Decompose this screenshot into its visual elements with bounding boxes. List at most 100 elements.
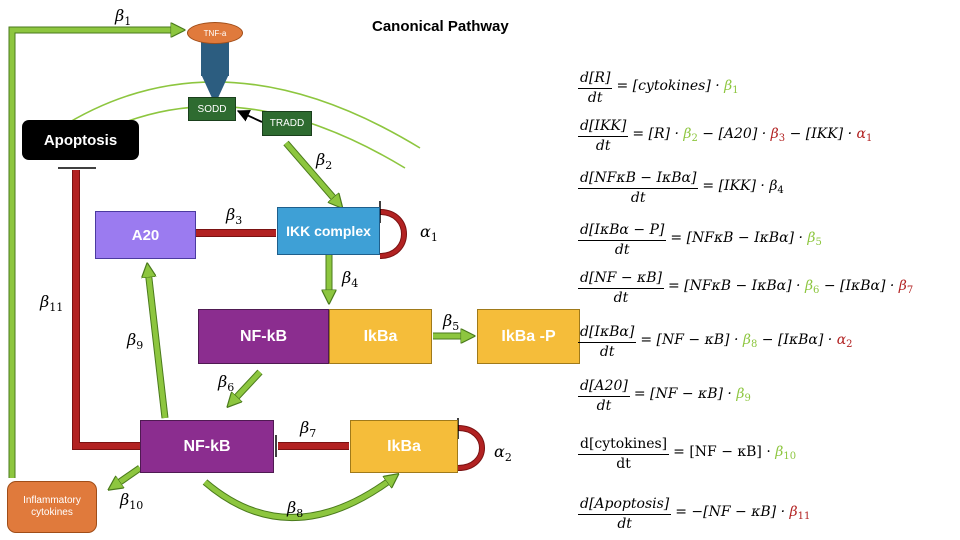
equation-3: d[NFκB − IκBα]dt= [IKK] · β4 [578,170,784,207]
tradd-to-sodd-arrow [236,109,263,123]
nfkb-complex-node: NF-kB [198,309,329,364]
label-beta7: β7 [300,418,317,441]
equation-fraction: d[NFκB − IκBα]dt [578,170,699,207]
equation-denominator: dt [614,242,630,258]
nfkb-free-node: NF-kB [140,420,274,473]
cytokines-node: Inflammatory cytokines [7,481,97,533]
equation-2: d[IKK]dt= [R] · β2 − [A20] · β3 − [IKK] … [578,118,872,155]
equation-term: − [A20] · [697,126,771,142]
equation-rhs: = [NF − κB] · β9 [634,386,751,407]
equation-term: − [IKK] · [785,126,857,142]
sodd-node: SODD [188,97,236,121]
equation-term: β1 [724,78,739,96]
equation-term: β10 [775,444,797,462]
equation-6: d[IκBα]dt= [NF − κB] · β8 − [IκBα] · α2 [578,324,853,361]
diagram-title: Canonical Pathway [372,18,509,35]
equation-term: α2 [836,332,853,350]
equation-numerator: d[NFκB − IκBα] [578,170,699,189]
equation-denominator: dt [596,398,612,414]
ikba-complex-node: IkBa [329,309,432,364]
equation-term: β9 [736,386,751,404]
equation-term: β7 [898,278,914,296]
equation-fraction: d[cytokines]dt [578,436,670,473]
equation-numerator: d[NF − κB] [578,270,664,289]
label-beta9: β9 [127,330,144,353]
equation-term: β11 [789,504,811,522]
equation-1: d[R]dt= [cytokines] · β1 [578,70,739,107]
equation-5: d[NF − κB]dt= [NFκB − IκBα] · β6 − [IκBα… [578,270,913,307]
equation-fraction: d[IκBα]dt [578,324,637,361]
equation-denominator: dt [595,138,611,154]
equation-term: β6 [804,278,820,296]
equation-denominator: dt [613,290,629,306]
equation-rhs: = [NF − κB] · β10 [673,444,796,465]
equation-9: d[Apoptosis]dt= −[NF − κB] · β11 [578,496,810,533]
a20-node: A20 [95,211,196,259]
label-beta4: β4 [342,268,359,291]
equation-term: β4 [769,178,784,196]
equation-term: − [IκBα] · [819,278,899,294]
equation-numerator: d[IKK] [578,118,629,137]
label-beta1: β1 [115,6,132,29]
label-beta3: β3 [226,205,243,228]
equation-4: d[IκBα − P]dt= [NFκB − IκBα] · β5 [578,222,822,259]
equation-denominator: dt [616,456,631,472]
equation-term: β8 [742,332,758,350]
equation-denominator: dt [630,190,646,206]
apoptosis-node: Apoptosis [22,120,139,160]
ikba-p-node: IkBa -P [477,309,580,364]
label-beta8: β8 [287,498,304,521]
equation-fraction: d[Apoptosis]dt [578,496,672,533]
equation-term: α1 [856,126,873,144]
equation-term: = [NFκB − IκBα] · [670,230,808,246]
equation-7: d[A20]dt= [NF − κB] · β9 [578,378,751,415]
equation-rhs: = [NFκB − IκBα] · β6 − [IκBα] · β7 [668,278,913,299]
tradd-node: TRADD [262,111,312,136]
equation-term: = [NF − κB] · [640,332,743,348]
equation-term: = [NF − κB] · [673,444,776,460]
equation-rhs: = −[NF − κB] · β11 [675,504,810,525]
equation-rhs: = [NFκB − IκBα] · β5 [670,230,821,251]
equation-numerator: d[IκBα − P] [578,222,667,241]
equation-numerator: d[Apoptosis] [578,496,672,515]
equation-term: = [cytokines] · [616,78,725,94]
equation-fraction: d[A20]dt [578,378,630,415]
equation-8: d[cytokines]dt= [NF − κB] · β10 [578,436,796,473]
equation-numerator: d[A20] [578,378,630,397]
equation-rhs: = [R] · β2 − [A20] · β3 − [IKK] · α1 [632,126,872,147]
equation-fraction: d[IκBα − P]dt [578,222,667,259]
equation-rhs: = [cytokines] · β1 [616,78,738,99]
equation-fraction: d[IKK]dt [578,118,629,155]
equation-term: = [R] · [632,126,684,142]
equation-numerator: d[IκBα] [578,324,637,343]
label-alpha2: α2 [494,442,512,465]
equation-fraction: d[R]dt [578,70,613,107]
equation-term: β3 [770,126,786,144]
equation-term: β2 [683,126,698,144]
equation-term: = [IKK] · [702,178,770,194]
equation-term: β5 [807,230,822,248]
receptor-cone [201,74,229,98]
label-beta11: β11 [40,292,64,315]
equation-term: = [NFκB − IκBα] · [667,278,805,294]
receptor-stem [201,42,229,76]
label-beta6: β6 [218,372,235,395]
equation-rhs: = [IKK] · β4 [702,178,783,199]
tnf-node: TNF-a [187,22,243,44]
equation-denominator: dt [587,90,603,106]
equation-denominator: dt [617,516,632,532]
equation-fraction: d[NF − κB]dt [578,270,664,307]
equation-denominator: dt [599,344,615,360]
equation-term: = −[NF − κB] · [675,504,790,520]
label-beta5: β5 [443,311,460,334]
label-beta10: β10 [120,490,144,513]
ikk-complex-node: IKK complex [277,207,380,255]
equation-term: = [NF − κB] · [633,386,737,402]
equation-numerator: d[R] [578,70,613,89]
ikba-free-node: IkBa [350,420,458,473]
label-alpha1: α1 [420,222,438,245]
equation-numerator: d[cytokines] [578,436,670,455]
equation-term: − [IκBα] · [757,332,837,348]
